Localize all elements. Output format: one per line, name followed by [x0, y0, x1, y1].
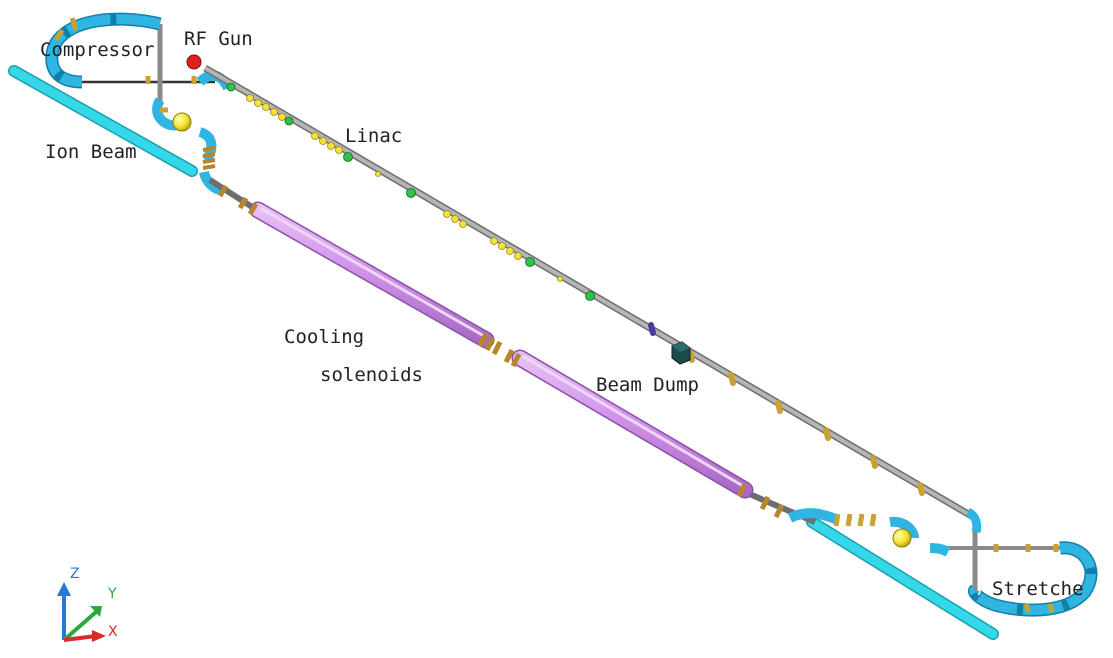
compressor-loop [45, 12, 233, 195]
solenoids-label: solenoids [320, 364, 423, 386]
stretcher-loop [787, 507, 1098, 617]
x-axis-label: X [108, 624, 118, 640]
y-axis-arrow [62, 606, 102, 642]
linac-label: Linac [345, 125, 402, 147]
axis-triad: Z Y X [57, 566, 118, 642]
z-axis-label: Z [70, 566, 80, 582]
cooling-solenoid-2 [511, 349, 754, 499]
beam-dump-label: Beam Dump [596, 374, 699, 396]
cooling-label: Cooling [284, 326, 364, 348]
linac-quadrupoles [246, 94, 563, 282]
rf-gun [186, 54, 202, 70]
ion-beam-pipe-exit [806, 516, 999, 640]
cooling-solenoid-1 [249, 201, 495, 349]
rf-gun-label: RF Gun [184, 28, 253, 50]
y-axis-label: Y [107, 586, 117, 602]
beam-dump-block [671, 341, 691, 365]
solenoid-matching-couplers [217, 184, 785, 519]
compressor-label: Compressor [40, 39, 154, 61]
z-axis-arrow [57, 582, 71, 640]
linac-green-elements [226, 82, 595, 301]
ion-beam-label: Ion Beam [45, 141, 137, 163]
ion-beam-pipe [8, 65, 198, 177]
stretcher-label: Stretche [992, 578, 1084, 600]
x-axis-arrow [63, 630, 106, 642]
